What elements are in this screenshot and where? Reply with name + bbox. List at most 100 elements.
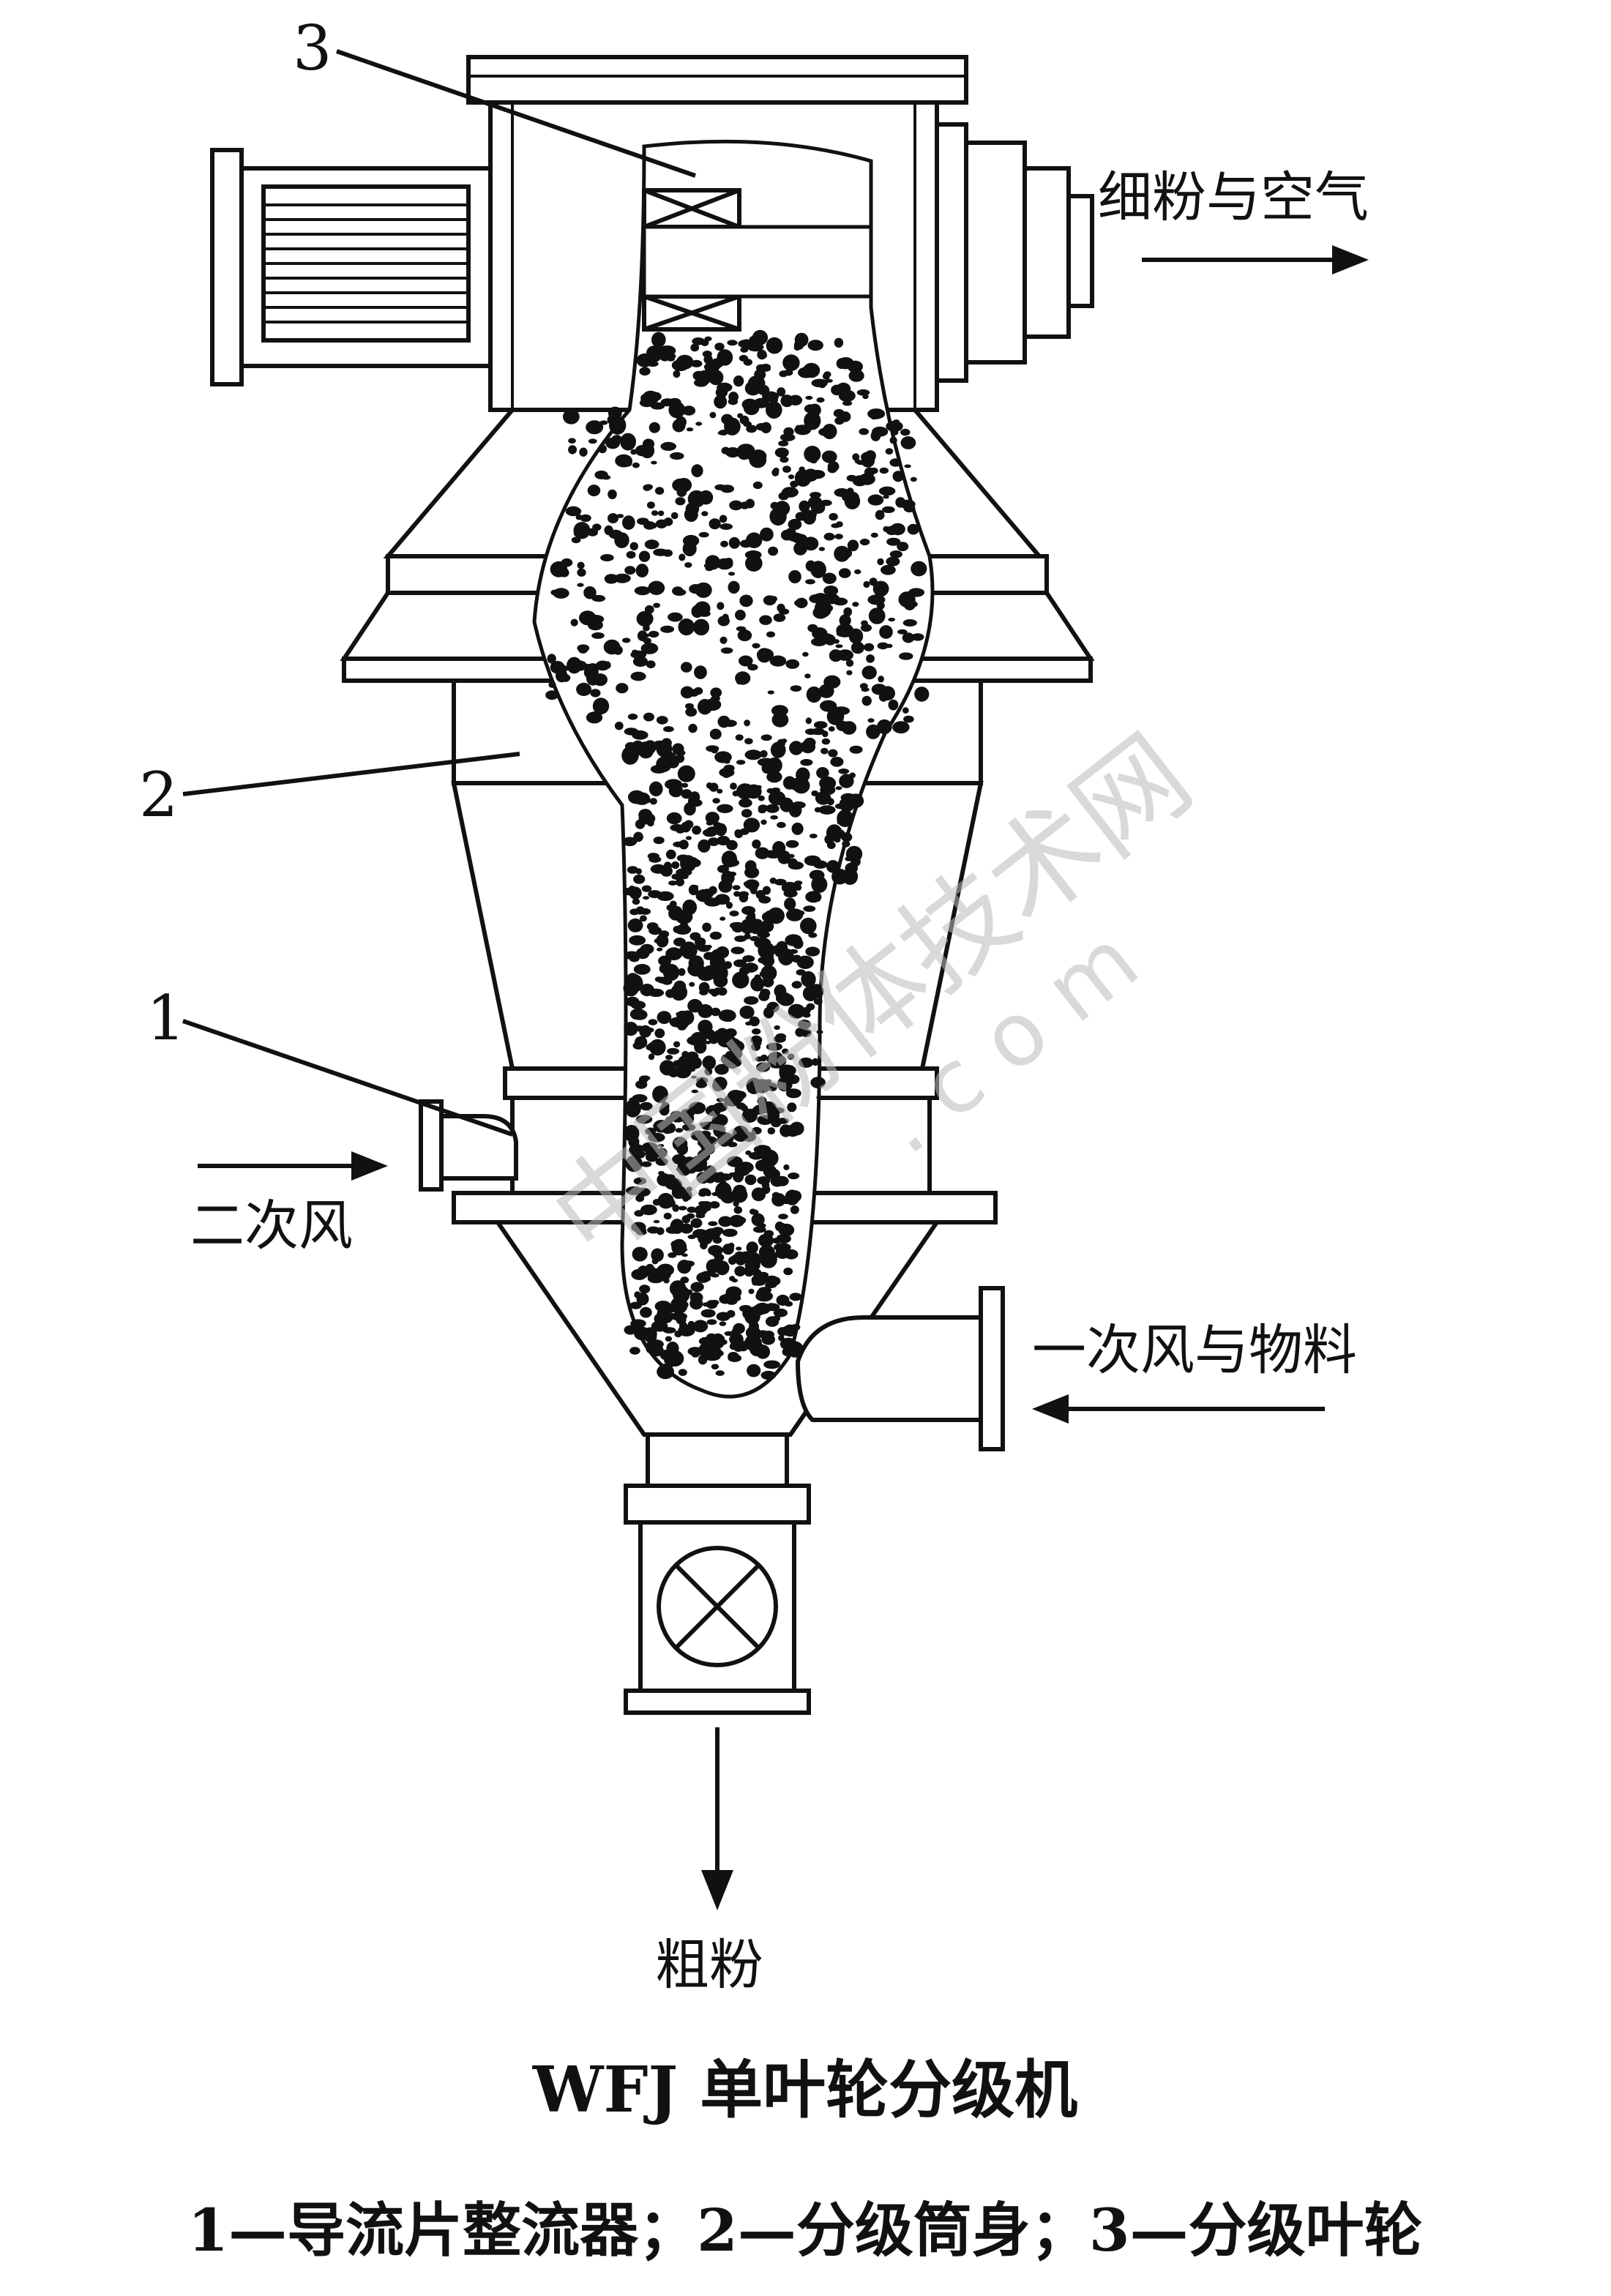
particle-speck: [717, 835, 730, 846]
particle-speck: [653, 548, 668, 556]
particle-speck: [702, 965, 719, 978]
particle-speck: [720, 647, 733, 654]
particle-speck: [745, 1150, 752, 1156]
particle-speck: [879, 467, 889, 474]
particle-speck: [674, 1330, 682, 1338]
particle-speck: [897, 629, 908, 635]
particle-speck: [752, 329, 769, 345]
particle-speck: [648, 422, 660, 433]
particle-speck: [832, 706, 851, 716]
particle-speck: [762, 976, 774, 987]
particle-speck: [650, 402, 665, 410]
particle-speck: [678, 1055, 694, 1069]
particle-speck: [729, 910, 739, 917]
particle-speck: [719, 515, 728, 523]
particle-speck: [731, 1187, 748, 1203]
particle-speck: [656, 756, 672, 773]
particle-speck: [568, 445, 578, 455]
particle-speck: [878, 486, 896, 496]
particle-speck: [870, 532, 878, 538]
particle-speck: [757, 931, 770, 938]
particle-speck: [635, 947, 650, 960]
particle-speck: [852, 602, 859, 607]
particle-speck: [763, 1006, 774, 1019]
particle-speck: [732, 885, 741, 891]
particle-speck: [782, 1048, 789, 1055]
particle-speck: [686, 1213, 695, 1219]
particle-speck: [724, 859, 740, 867]
particle-speck: [785, 528, 796, 536]
particle-speck: [836, 521, 843, 528]
particle-speck: [646, 501, 655, 509]
particle-speck: [805, 717, 812, 725]
particle-speck: [732, 971, 750, 989]
particle-speck: [754, 974, 761, 980]
particle-speck: [838, 769, 850, 774]
particle-speck: [673, 370, 681, 378]
particle-speck: [654, 1028, 665, 1039]
particle-speck: [629, 1097, 639, 1103]
particle-speck: [648, 1019, 658, 1025]
particle-speck: [714, 1063, 729, 1075]
particle-speck: [840, 817, 847, 821]
particle-speck: [728, 1352, 739, 1361]
particle-speck: [889, 458, 902, 467]
particle-speck: [627, 1102, 640, 1115]
particle-speck: [882, 506, 895, 514]
particle-speck: [695, 422, 703, 426]
particle-speck: [651, 460, 657, 465]
particle-speck: [750, 935, 760, 942]
particle-speck: [749, 920, 763, 935]
particle-speck: [660, 441, 676, 452]
particle-speck: [630, 1319, 646, 1328]
particle-speck: [711, 949, 724, 962]
particle-speck: [754, 369, 766, 381]
particle-speck: [704, 1173, 716, 1183]
particle-speck: [752, 1226, 766, 1233]
particle-speck: [608, 529, 623, 539]
particle-speck: [656, 1227, 665, 1235]
particle-speck: [914, 687, 930, 702]
particle-speck: [700, 1201, 712, 1209]
particle-speck: [676, 854, 690, 862]
particle-speck: [728, 1336, 736, 1342]
particle-speck: [726, 1309, 736, 1318]
particle-speck: [673, 588, 687, 596]
particle-speck: [730, 782, 737, 790]
particle-speck: [677, 750, 686, 756]
particle-speck: [846, 670, 853, 676]
particle-speck: [735, 734, 744, 741]
particle-speck: [706, 1300, 718, 1309]
particle-speck: [782, 1199, 792, 1205]
particle-speck: [735, 610, 746, 621]
particle-speck: [791, 822, 804, 835]
particle-speck: [807, 340, 823, 351]
particle-speck: [703, 362, 720, 372]
particle-speck: [785, 934, 802, 946]
particle-speck: [879, 625, 893, 639]
particle-speck: [753, 1145, 771, 1155]
particle-speck: [691, 1075, 698, 1079]
particle-speck: [696, 1077, 709, 1084]
particle-speck: [746, 1257, 760, 1272]
particle-speck: [773, 1308, 788, 1317]
particle-speck: [770, 741, 786, 758]
particle-speck: [731, 1057, 742, 1067]
particle-speck: [790, 480, 799, 488]
particle-speck: [570, 618, 578, 627]
particle-speck: [678, 618, 695, 636]
particle-speck: [760, 1251, 777, 1268]
particle-speck: [671, 1238, 687, 1256]
particle-speck: [587, 528, 598, 536]
particle-speck: [675, 1128, 684, 1133]
particle-speck: [638, 809, 653, 821]
particle-speck: [665, 1226, 680, 1234]
particle-speck: [704, 1029, 716, 1040]
particle-speck: [708, 1221, 718, 1227]
particle-speck: [633, 1177, 647, 1185]
particle-speck: [729, 500, 743, 511]
particle-speck: [722, 1060, 734, 1068]
particle-speck: [844, 493, 861, 509]
particle-speck: [760, 1054, 768, 1062]
particle-speck: [671, 873, 681, 880]
